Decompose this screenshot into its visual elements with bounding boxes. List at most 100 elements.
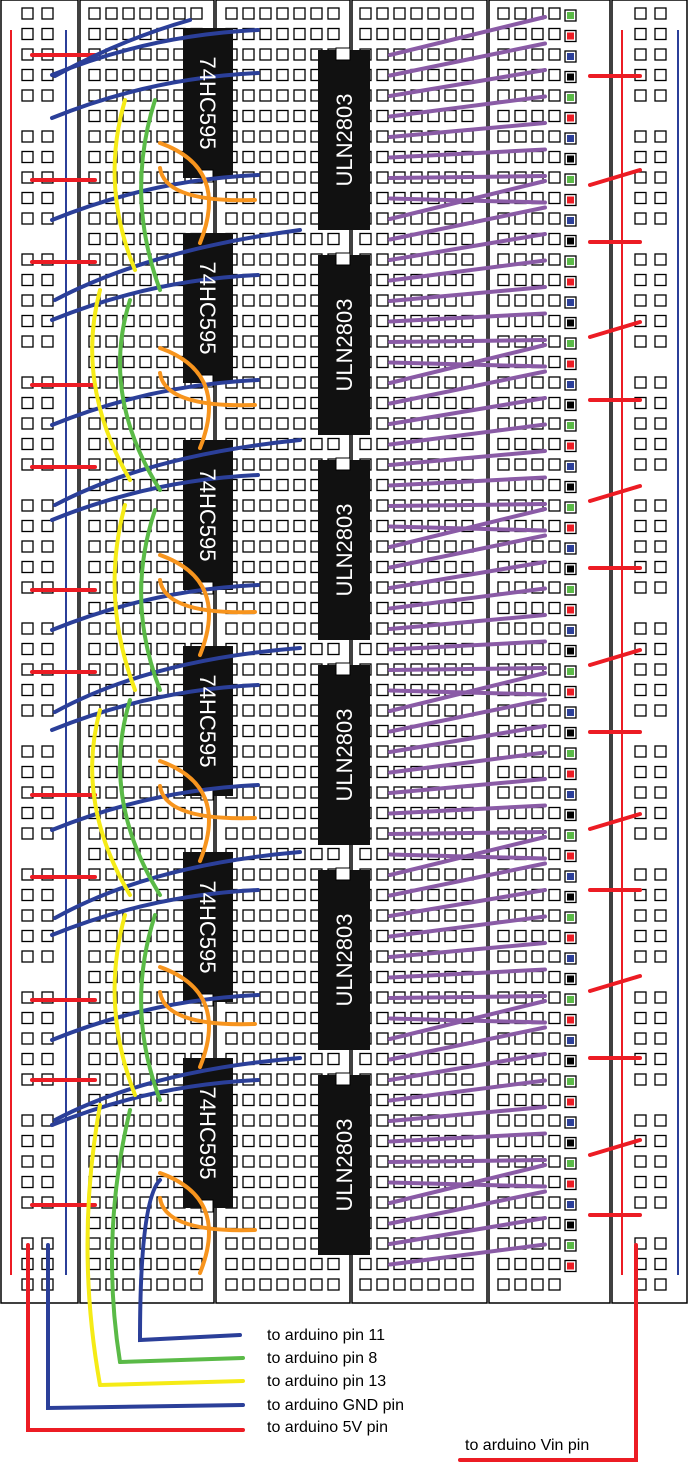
- hole: [293, 991, 306, 1004]
- rail-hole: [21, 499, 34, 512]
- rail-hole: [41, 519, 54, 533]
- led-dot: [567, 524, 574, 532]
- led-dot: [567, 1242, 574, 1249]
- hole: [259, 1032, 272, 1045]
- hole: [276, 601, 289, 615]
- led-wire: [388, 396, 547, 426]
- driver-chip: [318, 50, 370, 230]
- hole: [531, 48, 544, 61]
- hole: [461, 294, 474, 307]
- hole: [359, 232, 372, 246]
- hole: [105, 560, 118, 574]
- hole: [259, 765, 272, 779]
- hole: [427, 1278, 440, 1291]
- led-wire: [388, 1052, 547, 1082]
- hole: [548, 376, 561, 389]
- hole: [376, 7, 389, 20]
- hole: [293, 7, 306, 20]
- led-dot: [567, 586, 574, 593]
- led-dot: [567, 729, 574, 737]
- rail-hole: [41, 560, 54, 574]
- hole: [461, 1093, 474, 1107]
- led-wire: [388, 147, 547, 160]
- serial-wire: [158, 371, 257, 408]
- hole: [276, 745, 289, 758]
- rail-hole: [41, 1052, 54, 1066]
- hole: [461, 765, 474, 779]
- hole: [327, 642, 340, 656]
- hole: [444, 1093, 457, 1107]
- led-dot: [567, 483, 574, 491]
- hole: [293, 191, 306, 205]
- hole: [548, 622, 561, 635]
- shift-register-label: 74HC595: [195, 57, 220, 150]
- led-dot: [567, 1119, 574, 1126]
- hole: [376, 417, 389, 430]
- hole: [514, 929, 527, 943]
- rail-hole: [634, 745, 647, 758]
- hole: [122, 130, 135, 143]
- hole: [444, 68, 457, 82]
- led-wire: [388, 671, 547, 713]
- hole: [259, 1073, 272, 1086]
- rail-hole: [654, 581, 667, 594]
- driver-label: ULN2803: [332, 709, 357, 802]
- hole: [242, 786, 255, 799]
- rail-hole: [41, 909, 54, 922]
- hole: [461, 601, 474, 615]
- hole: [105, 376, 118, 389]
- clock-wire: [85, 1103, 102, 1387]
- hole: [444, 437, 457, 451]
- led-wire: [388, 994, 547, 1000]
- rail-hole: [21, 294, 34, 307]
- label-arduino-pin-11: to arduino pin 11: [267, 1327, 386, 1344]
- hole: [122, 212, 135, 225]
- hole: [293, 171, 306, 184]
- rail-hole: [21, 437, 34, 451]
- hole: [444, 868, 457, 881]
- hole: [310, 1052, 323, 1066]
- hole: [444, 109, 457, 123]
- rail-hole: [21, 130, 34, 143]
- hole: [548, 847, 561, 861]
- hole: [427, 950, 440, 963]
- led-dot: [567, 811, 574, 819]
- hole: [105, 1032, 118, 1045]
- hole: [293, 683, 306, 697]
- hole: [139, 1155, 152, 1168]
- hole: [376, 1134, 389, 1148]
- hole: [376, 1032, 389, 1045]
- hole: [276, 212, 289, 225]
- hole: [461, 130, 474, 143]
- hole: [497, 950, 510, 963]
- hole: [122, 970, 135, 984]
- hole: [444, 765, 457, 779]
- hole: [122, 171, 135, 184]
- serial-wire: [158, 1171, 211, 1275]
- hole: [225, 1278, 238, 1291]
- led-wire: [388, 777, 547, 795]
- led-dot: [567, 504, 574, 511]
- rail-hole: [634, 950, 647, 963]
- hole: [259, 27, 272, 41]
- rail-hole: [41, 437, 54, 451]
- hole: [461, 950, 474, 963]
- led-wire: [388, 999, 547, 1041]
- hole: [156, 1114, 169, 1127]
- led-dot: [567, 73, 574, 81]
- hole: [444, 7, 457, 20]
- ground-wire: [50, 583, 260, 632]
- hole: [259, 724, 272, 738]
- hole: [359, 437, 372, 451]
- hole: [427, 909, 440, 922]
- hole: [376, 232, 389, 246]
- led-dot: [567, 1221, 574, 1229]
- led-dot: [567, 709, 574, 716]
- hole: [156, 1134, 169, 1148]
- hole: [514, 765, 527, 779]
- hole: [242, 704, 255, 717]
- hole: [393, 7, 406, 20]
- hole: [427, 376, 440, 389]
- hole: [444, 376, 457, 389]
- led-dot: [567, 155, 574, 163]
